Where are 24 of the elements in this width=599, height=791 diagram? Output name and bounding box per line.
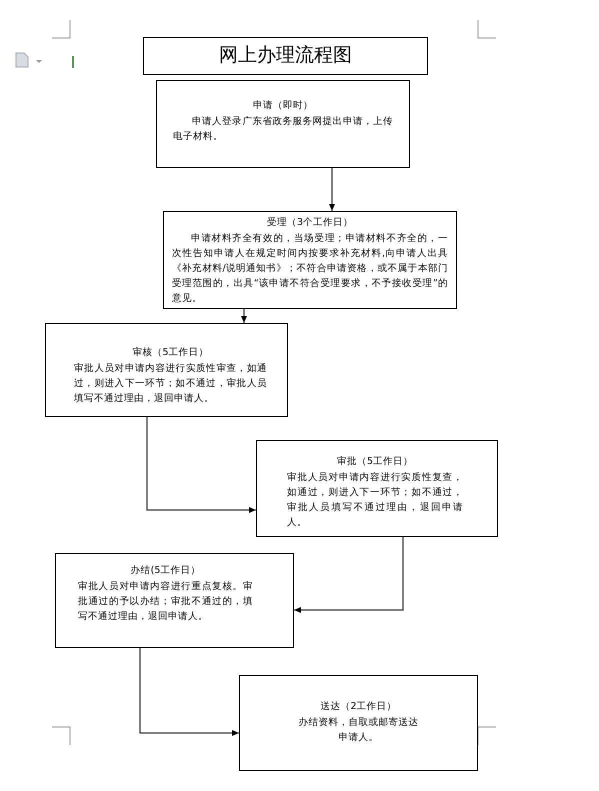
arrow xyxy=(140,648,240,736)
step-description: 办结资料，自取或邮寄送达申请人。 xyxy=(298,716,420,745)
step-heading: 办结(5工作日） xyxy=(130,564,202,577)
title-box: 网上办理流程图 xyxy=(143,37,428,75)
process-box xyxy=(256,440,498,537)
process-box xyxy=(45,323,288,417)
process-box xyxy=(163,211,457,309)
step-description: 审批人员对申请内容进行重点复核。审批通过的予以办结；审批不通过的，填写不通过理由，退回申请人。 xyxy=(78,580,253,624)
step-heading: 送达（2工作日） xyxy=(319,700,398,713)
process-box xyxy=(55,553,294,648)
process-box xyxy=(239,675,478,771)
arrow xyxy=(146,416,256,513)
arrow xyxy=(329,168,335,212)
step-heading: 申请（即时） xyxy=(252,99,314,112)
arrow xyxy=(294,536,404,613)
step-heading: 审核（5工作日） xyxy=(131,346,210,359)
step-heading: 审批（5工作日） xyxy=(336,455,414,468)
step-description: 申请材料齐全有效的，当场受理；申请材料不齐全的，一次性告知申请人在规定时间内按要求补充材料,向申请人出具《补充材料/说明通知书》；不符合申请资格，或不属于本部门受理范围的，出具“该申请不符合受理要求，不予接收受理”的意见。 xyxy=(172,232,448,306)
step-description: 申请人登录广东省政务服务网提出申请，上传电子材料。 xyxy=(173,115,393,144)
process-box xyxy=(156,80,410,168)
step-description: 审批人员对申请内容进行实质性审查，如通过，则进入下一环节；如不通过，审批人员填写不通过理由，退回申请人。 xyxy=(74,362,267,406)
step-heading: 受理（3个工作日） xyxy=(266,216,354,229)
arrow xyxy=(241,308,247,324)
step-description: 审批人员对申请内容进行实质性复查，如通过，则进入下一环节；如不通过，审批人员填写不通过理由，退回申请人。 xyxy=(287,471,463,530)
